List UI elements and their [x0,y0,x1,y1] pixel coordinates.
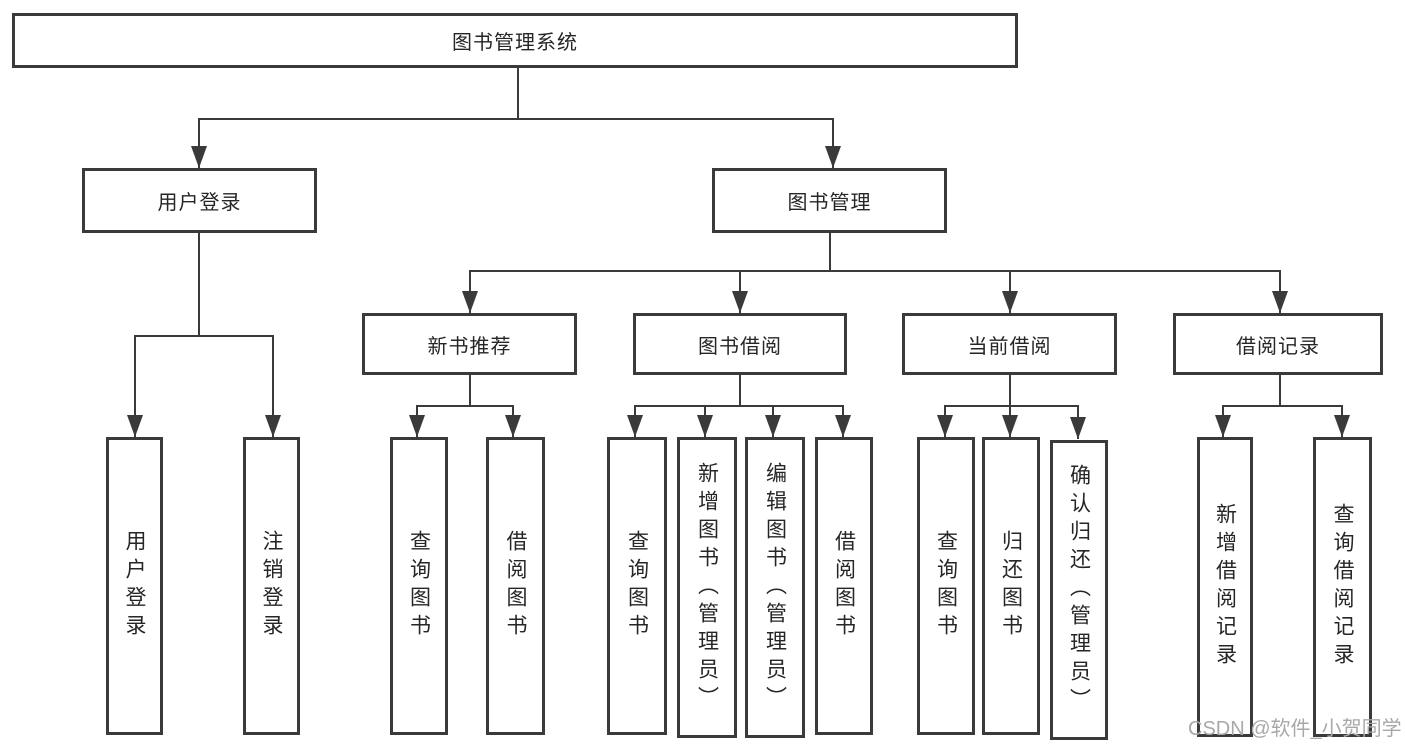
arrow-to-current-borrowing [1002,270,1018,313]
node-query-books-2: 查询图书 [607,437,667,735]
node-return-books: 归还图书 [982,437,1040,735]
node-logout: 注销登录 [243,437,300,735]
connector-level3-bus [469,270,1281,272]
arrow-to-query-books-1 [409,405,425,437]
arrow-to-query-books-3 [937,405,953,437]
node-label: 查询图书 [407,530,431,642]
node-label: 归还图书 [999,530,1023,642]
node-book-management: 图书管理 [712,168,947,233]
arrow-to-user-login-leaf [127,335,143,437]
node-query-borrow-record: 查询借阅记录 [1313,437,1372,737]
node-label: 用户登录 [157,192,242,214]
arrow-to-book-management [825,118,841,168]
arrow-to-query-books-2 [627,405,643,437]
node-label: 新书推荐 [427,335,512,358]
node-add-borrow-record: 新增借阅记录 [1197,437,1253,737]
arrow-to-borrow-books-2 [835,405,851,437]
node-book-borrowing: 图书借阅 [633,313,847,375]
node-borrow-books-2: 借阅图书 [815,437,873,735]
arrow-to-user-login [191,118,207,168]
node-label: 查询借阅记录 [1331,503,1354,671]
node-label: 编辑图书（管理员） [763,461,787,714]
node-label: 借阅图书 [504,530,527,642]
node-label: 图书管理系统 [452,32,578,54]
node-user-login-leaf: 用户登录 [106,437,163,735]
node-label: 注销登录 [260,530,283,642]
node-new-book-recommend: 新书推荐 [362,313,577,375]
node-label: 当前借阅 [967,335,1052,358]
connector-book-management-stem [829,233,831,272]
node-query-books-1: 查询图书 [390,437,448,735]
node-user-login: 用户登录 [82,168,317,233]
connector-borrow-records-stem [1279,375,1281,406]
connector-new-book-bus [416,405,514,407]
connector-book-borrowing-bus [634,405,844,407]
node-borrow-records: 借阅记录 [1173,313,1383,375]
arrow-to-confirm-return [1070,405,1086,439]
arrow-to-logout [265,335,281,437]
node-label: 借阅图书 [832,530,856,642]
connector-current-borrowing-bus [944,405,1079,407]
node-label: 图书借阅 [698,335,782,358]
connector-user-login-bus [134,335,274,337]
arrow-to-add-borrow-record [1215,405,1231,437]
node-confirm-return-admin: 确认归还（管理员） [1050,440,1108,740]
node-label: 确认归还（管理员） [1067,464,1091,716]
arrow-to-edit-books [765,405,781,437]
node-borrow-books-1: 借阅图书 [486,437,545,735]
arrow-to-borrow-books-1 [505,405,521,437]
node-label: 用户登录 [123,530,146,642]
node-label: 借阅记录 [1236,335,1320,358]
node-label: 新增借阅记录 [1213,503,1237,671]
node-book-management-system: 图书管理系统 [12,13,1018,68]
node-label: 查询图书 [934,530,958,642]
arrow-to-book-borrowing [732,270,748,313]
arrow-to-new-book-recommend [462,270,478,313]
node-label: 新增图书（管理员） [695,461,719,714]
connector-current-borrowing-stem [1009,375,1011,406]
node-label: 查询图书 [625,530,649,642]
node-current-borrowing: 当前借阅 [902,313,1117,375]
arrow-to-borrow-records [1272,270,1288,313]
node-edit-books-admin: 编辑图书（管理员） [745,437,805,738]
node-label: 图书管理 [787,192,872,214]
connector-book-borrowing-stem [739,375,741,406]
arrow-to-query-borrow-record [1334,405,1350,437]
arrow-to-return-books [1002,405,1018,437]
arrow-to-add-books [697,405,713,437]
connector-root-stem [517,68,519,119]
connector-new-book-stem [469,375,471,406]
connector-user-login-stem [198,233,200,336]
watermark-text: CSDN @软件_小贺同学 [1188,718,1402,740]
node-query-books-3: 查询图书 [917,437,975,735]
connector-level2-bus [198,118,834,120]
connector-borrow-records-bus [1222,405,1343,407]
node-add-books-admin: 新增图书（管理员） [677,437,737,738]
